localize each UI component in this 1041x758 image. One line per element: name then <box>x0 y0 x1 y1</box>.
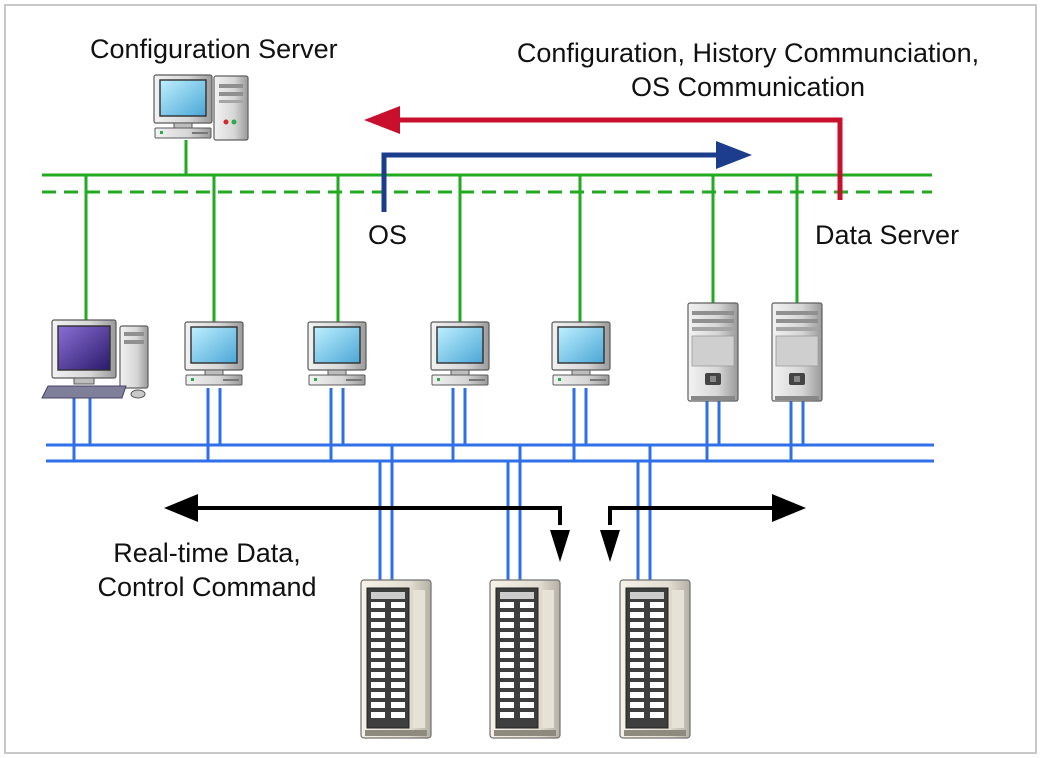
os-label: OS <box>368 220 408 250</box>
operator-station-3-icon <box>430 321 490 386</box>
config-server-label: Configuration Server <box>90 34 338 64</box>
operator-station-4-icon <box>551 321 611 386</box>
data-server-1-icon <box>687 302 739 402</box>
top-comm-label-line2: OS Communication <box>630 72 866 102</box>
operator-station-1-icon <box>184 321 244 386</box>
data-server-label: Data Server <box>815 220 960 250</box>
top-comm-label-line1: Configuration, History Communciation, <box>516 38 980 68</box>
operator-station-2-icon <box>307 321 367 386</box>
controller-cabinet-2-icon <box>489 579 561 739</box>
realtime-label-line2: Control Command <box>97 572 317 602</box>
history-flow-arrow <box>364 106 843 200</box>
controller-cabinet-1-icon <box>360 579 432 739</box>
config-server-icon <box>153 74 249 141</box>
engineering-station-icon <box>41 319 149 399</box>
os-flow-arrow <box>381 141 752 212</box>
control-flow-arrow-right <box>600 494 806 562</box>
realtime-label-line1: Real-time Data, <box>113 538 301 568</box>
control-network <box>46 388 934 582</box>
data-server-2-icon <box>771 302 823 402</box>
ethernet-network <box>42 140 932 325</box>
control-flow-arrow-left <box>164 494 570 562</box>
controller-cabinet-3-icon <box>619 579 691 739</box>
